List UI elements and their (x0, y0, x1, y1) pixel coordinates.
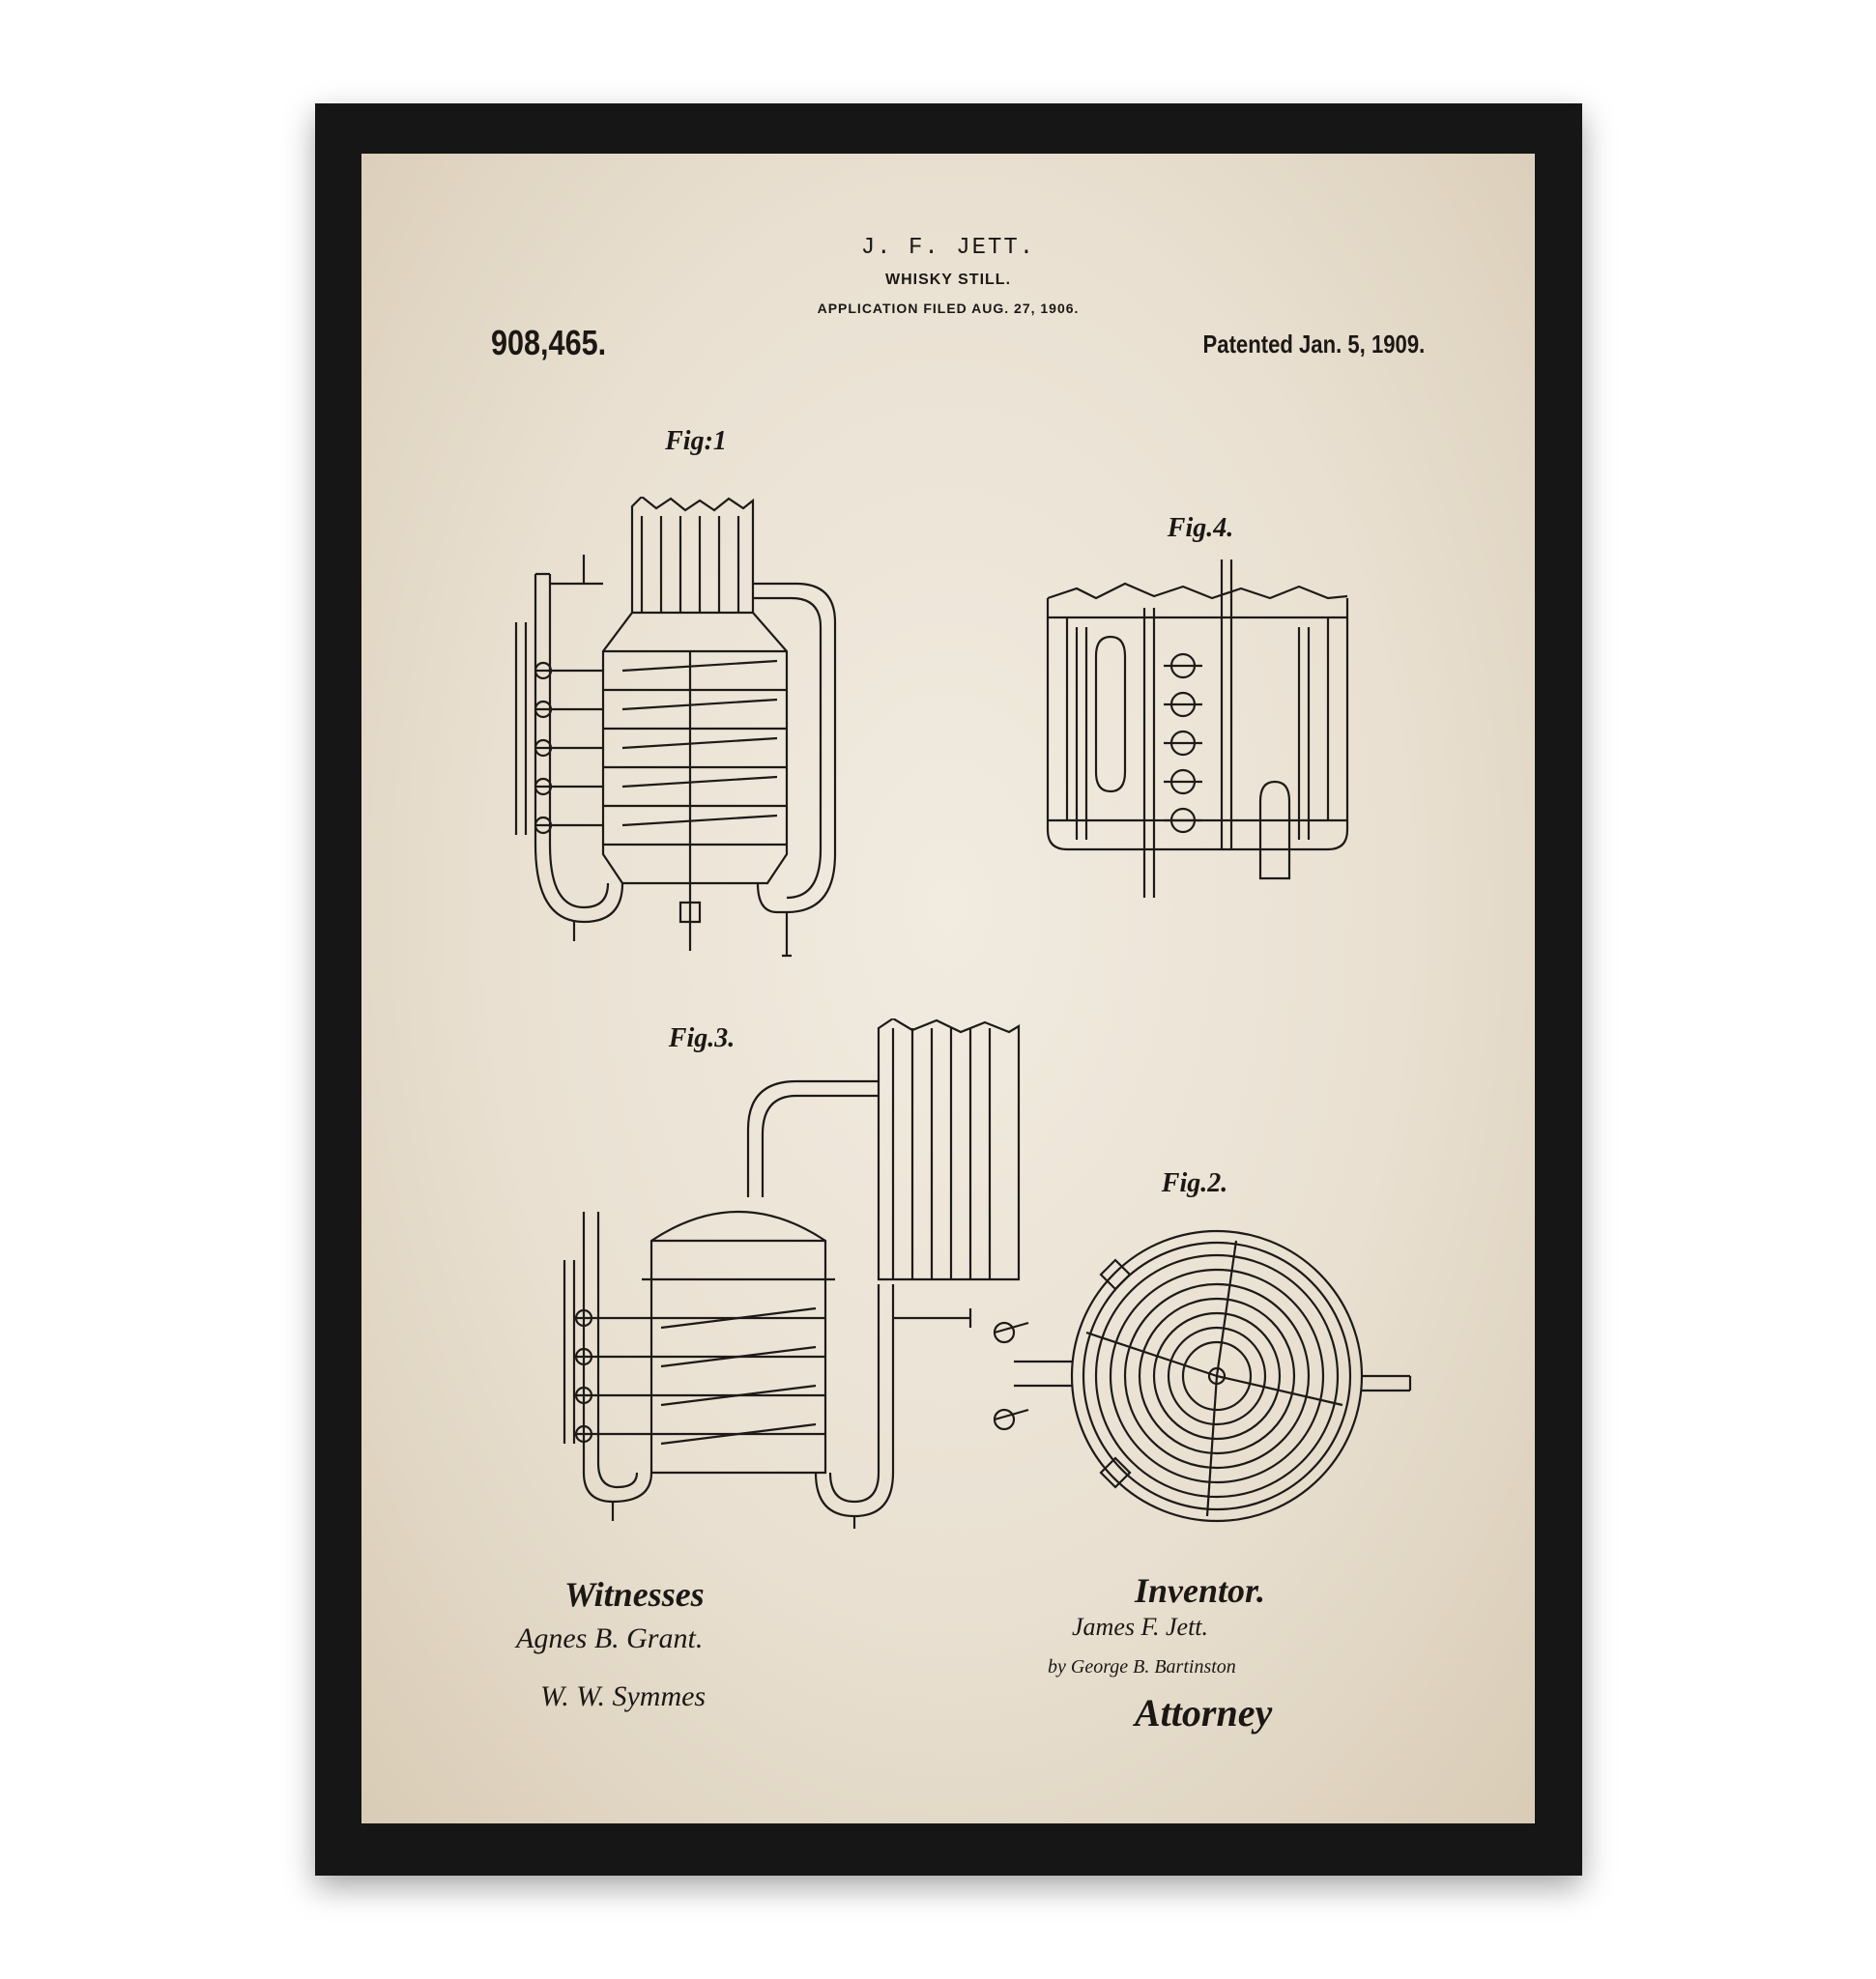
inventor-heading: Inventor. (1135, 1570, 1265, 1611)
figure-4-drawing (1038, 559, 1357, 917)
figure-1-drawing (497, 497, 903, 980)
figure-label: Fig:1 (665, 426, 727, 457)
witness-signature: W. W. Symmes (540, 1680, 706, 1713)
application-date: APPLICATION FILED AUG. 27, 1906. (818, 301, 1080, 316)
witness-signature: Agnes B. Grant. (516, 1622, 703, 1655)
patent-title: WHISKY STILL. (885, 272, 1011, 289)
patent-number: 908,465. (491, 323, 606, 363)
witnesses-heading: Witnesses (564, 1574, 705, 1615)
figure-2-drawing (985, 1217, 1420, 1535)
inventor-signature: James F. Jett. (1072, 1613, 1208, 1642)
attorney-label: Attorney (1135, 1690, 1272, 1735)
figure-3-drawing (506, 1018, 1057, 1531)
patented-date: Patented Jan. 5, 1909. (1202, 330, 1425, 359)
figure-label: Fig.2. (1162, 1168, 1227, 1199)
attorney-signature: by George B. Bartinston (1048, 1656, 1236, 1678)
patent-sheet: J. F. JETT. WHISKY STILL. APPLICATION FI… (361, 154, 1535, 1823)
figure-label: Fig.4. (1168, 513, 1233, 544)
inventor-name: J. F. JETT. (861, 235, 1035, 261)
